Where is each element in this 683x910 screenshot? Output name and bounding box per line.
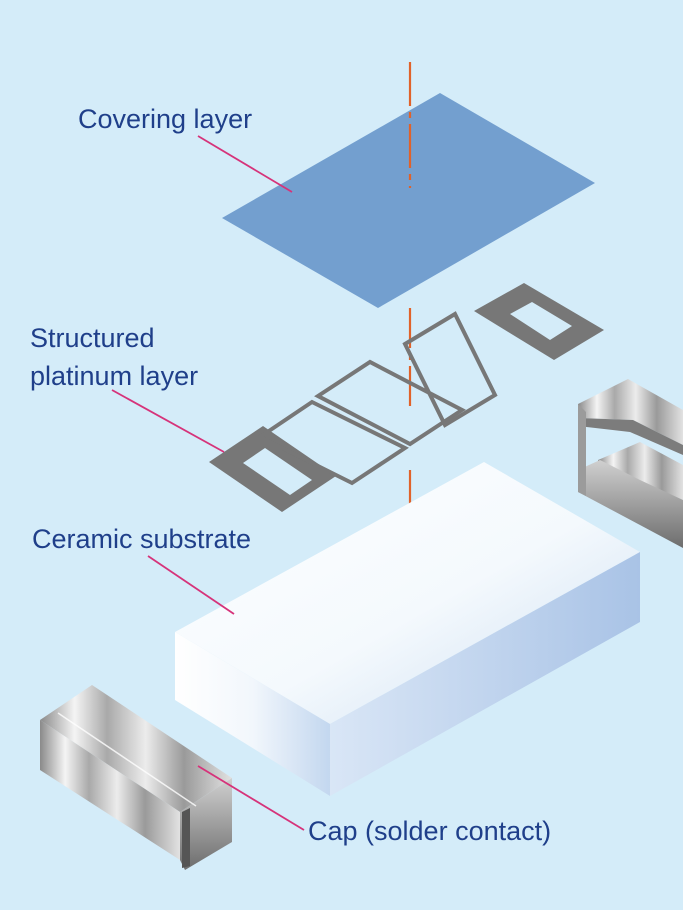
label-cap: Cap (solder contact) (308, 816, 552, 846)
covering-layer-plate (222, 93, 595, 308)
label-ceramic-substrate: Ceramic substrate (32, 524, 252, 554)
label-platinum-line1: Structured (30, 323, 155, 353)
leader-covering-layer (197, 135, 293, 193)
platinum-meander-loops (256, 311, 498, 486)
cap-bottom-left (40, 685, 232, 870)
label-covering-layer: Covering layer (78, 104, 253, 134)
leader-cap (197, 765, 305, 831)
cap-right (578, 379, 683, 548)
leader-platinum-layer (111, 389, 225, 453)
leader-ceramic-substrate (147, 555, 235, 615)
leader-lines (111, 135, 305, 831)
ceramic-substrate-block (175, 462, 640, 796)
platinum-left-pad (209, 426, 336, 512)
platinum-right-pad (474, 283, 604, 360)
platinum-meander (209, 283, 604, 512)
label-platinum-line2: platinum layer (30, 361, 199, 391)
